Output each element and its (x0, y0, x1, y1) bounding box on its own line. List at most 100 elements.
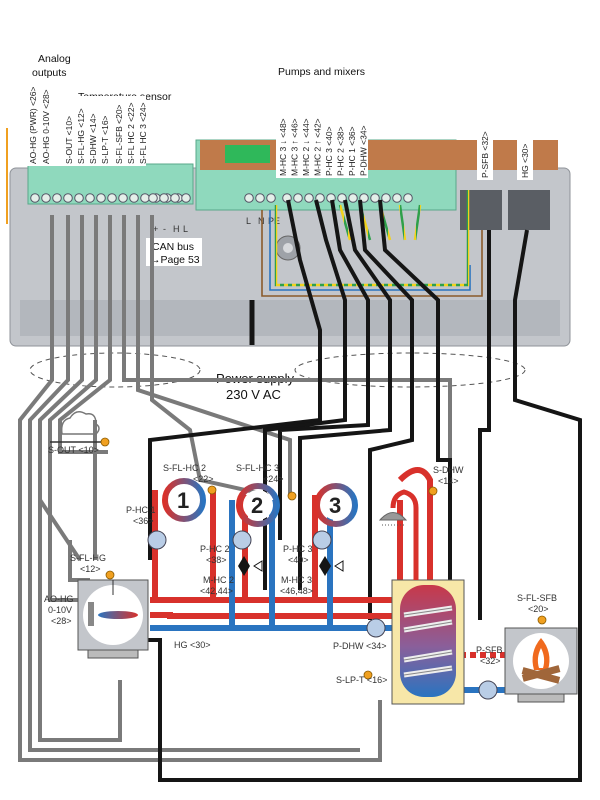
circuit-number: 1 (177, 488, 189, 513)
svg-text:<28>: <28> (51, 616, 72, 626)
terminal-screw (293, 193, 303, 203)
terminal-screw (30, 193, 40, 203)
terminal-labels: AO-HG (PWR) <26>AO-HG 0-10V <28>S-OUT <1… (26, 82, 533, 180)
svg-text:L: L (183, 224, 188, 234)
pump-icon (478, 680, 498, 700)
terminal-screw (52, 193, 62, 203)
terminal-label-pump: P-HC 1 <36> (347, 126, 357, 176)
terminal-label-hg: HG <30> (520, 143, 530, 178)
terminal-screw (148, 193, 158, 203)
analog-outputs-heading: Analog (38, 53, 71, 65)
terminal-screw (41, 193, 51, 203)
svg-text:-: - (163, 224, 166, 234)
sensor-dot (537, 615, 547, 625)
terminal-label-sensor: S-LP-T <16> (100, 115, 110, 164)
svg-text:H: H (173, 224, 180, 234)
terminal-screw (348, 193, 358, 203)
terminal-label-pump: M-HC 3 ↓ <48> (278, 118, 288, 176)
svg-text:<36>: <36> (133, 516, 154, 526)
svg-text:<20>: <20> (528, 604, 549, 614)
label-s-out: S-OUT <10> (48, 445, 99, 455)
terminal-screw (107, 193, 117, 203)
terminal-label-pump: M-HC 3 ↑ <46> (290, 118, 300, 176)
heating-circuit-2: 2 (236, 483, 280, 527)
terminal-screw (118, 193, 128, 203)
svg-text:<40>: <40> (288, 555, 309, 565)
solid-fuel-boiler (504, 627, 578, 703)
terminal-screw (85, 193, 95, 203)
terminal-screw (244, 193, 254, 203)
cable-bundle-ring (29, 352, 201, 388)
svg-text:0-10V: 0-10V (48, 605, 72, 615)
terminal-label-pump: P-DHW <34> (359, 125, 369, 176)
temperature-sensors (100, 437, 547, 680)
label-ao-hg: AO-HG (44, 594, 74, 604)
terminal-label-sensor: S-FL-HG <12> (76, 108, 86, 164)
sensor-dot (428, 486, 438, 496)
label-s-fl-hc2: S-FL-HC 2 (163, 463, 206, 473)
heating-circuit-1: 1 (162, 478, 206, 522)
terminal-label-p-sfb: P-SFB <32> (480, 131, 490, 178)
board-wiring (261, 190, 483, 297)
circuit-number: 3 (329, 493, 341, 518)
pump-icon (232, 530, 252, 550)
label-s-fl-sfb: S-FL-SFB (517, 593, 557, 603)
label-p-sfb: P-SFB (476, 645, 503, 655)
sensor-dot (207, 485, 217, 495)
terminal-screw (337, 193, 347, 203)
dhw-storage-tank (391, 579, 465, 705)
svg-text:<42,44>: <42,44> (200, 586, 233, 596)
heat-generator (77, 579, 149, 659)
terminal-label-analog: AO-HG 0-10V <28> (41, 89, 51, 164)
pump-icon (147, 530, 167, 550)
svg-text:<14>: <14> (438, 476, 459, 486)
terminal-screw (129, 193, 139, 203)
label-p-dhw: P-DHW <34> (333, 641, 387, 651)
svg-text:CAN bus: CAN bus (152, 241, 194, 253)
terminal-screw (370, 193, 380, 203)
svg-text:<38>: <38> (206, 555, 227, 565)
shower-head-icon (378, 489, 419, 580)
svg-text:<22>: <22> (193, 474, 214, 484)
terminal-screw (381, 193, 391, 203)
terminal-screw (63, 193, 73, 203)
label-p-hc2: P-HC 2 (200, 544, 230, 554)
terminal-screw (96, 193, 106, 203)
label-m-hc2: M-HC 2 (203, 575, 234, 585)
circuit-number: 2 (251, 493, 263, 518)
terminal-label-pump: M-HC 2 ↑ <42> (313, 118, 323, 176)
terminal-screw (181, 193, 191, 203)
terminal-label-sensor: S-FL HC 3 <24> (138, 102, 148, 164)
svg-text:→Page 53: →Page 53 (150, 254, 200, 266)
terminal-screw (403, 193, 413, 203)
label-s-fl-hc3: S-FL-HC 3 (236, 463, 279, 473)
pump-icon (366, 618, 386, 638)
power-cables (140, 199, 582, 782)
terminal-screw (392, 193, 402, 203)
svg-text:<32>: <32> (480, 656, 501, 666)
terminal-screw (159, 193, 169, 203)
sensor-dot (363, 670, 373, 680)
label-m-hc3: M-HC 3 (281, 575, 312, 585)
svg-text:L: L (246, 216, 251, 226)
edge-accent (6, 128, 8, 224)
sensor-dot (287, 491, 297, 501)
label-s-dhw: S-DHW (433, 465, 464, 475)
can-bus-note: CAN bus →Page 53 (146, 238, 202, 266)
svg-text:<24>: <24> (263, 474, 284, 484)
sensor-dot (105, 570, 115, 580)
terminal-screw (266, 193, 276, 203)
terminal-screw (170, 193, 180, 203)
terminal-label-pump: P-HC 2 <38> (336, 126, 346, 176)
svg-text:230 V AC: 230 V AC (226, 387, 281, 402)
pumps (147, 530, 498, 700)
svg-text:+: + (153, 224, 158, 234)
svg-text:<12>: <12> (80, 564, 101, 574)
indicator-module (225, 145, 270, 163)
terminal-screw (74, 193, 84, 203)
terminal-blocks (30, 193, 413, 203)
label-s-fl-hg: S-FL-HG (70, 553, 106, 563)
component-labels: S-OUT <10> S-FL-HC 2 <22> S-FL-HC 3 <24>… (44, 445, 557, 685)
svg-text:outputs: outputs (32, 67, 66, 79)
terminal-label-analog: AO-HG (PWR) <26> (28, 87, 38, 164)
